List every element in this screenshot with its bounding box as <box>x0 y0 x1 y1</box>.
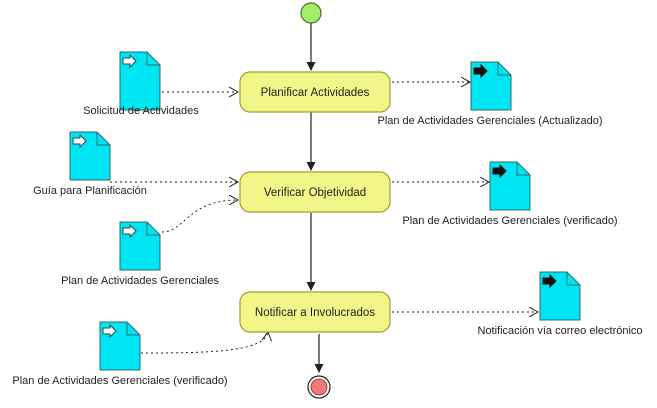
object-flows <box>110 82 538 354</box>
input-label-plan-verificado: Plan de Actividades Gerenciales (verific… <box>12 375 227 387</box>
activity-label: Planificar Actividades <box>261 87 370 99</box>
activity-verificar[interactable]: Verificar Objetividad <box>239 171 391 213</box>
activity-label: Notificar a Involucrados <box>255 307 375 319</box>
input-label-solicitud: Solicitud de Actividades <box>83 105 199 117</box>
flow-plan-to-verificar[interactable] <box>161 200 238 233</box>
output-doc-plan-verificado[interactable] <box>489 161 531 211</box>
flow-plan-verificado-to-notificar[interactable] <box>140 332 268 354</box>
solid-arrow-icon <box>542 273 557 289</box>
activity-label: Verificar Objetividad <box>264 187 366 199</box>
input-label-plan: Plan de Actividades Gerenciales <box>61 275 219 287</box>
activity-planificar[interactable]: Planificar Actividades <box>239 71 391 113</box>
output-doc-notificacion[interactable] <box>539 271 581 321</box>
activity-notificar[interactable]: Notificar a Involucrados <box>239 291 391 333</box>
hollow-arrow-icon <box>72 133 87 149</box>
hollow-arrow-icon <box>102 323 117 339</box>
hollow-arrow-icon <box>122 53 137 69</box>
output-label-notificacion: Notificación vía correo electrónico <box>477 325 642 337</box>
input-label-guia: Guía para Planificación <box>33 185 147 197</box>
input-doc-plan-verificado[interactable] <box>99 321 141 371</box>
hollow-arrow-icon <box>122 223 137 239</box>
control-flow <box>306 23 324 373</box>
solid-arrow-icon <box>473 63 488 79</box>
solid-arrow-icon <box>492 163 507 179</box>
final-node[interactable] <box>307 375 331 399</box>
initial-node[interactable] <box>300 2 322 24</box>
output-label-plan-verificado: Plan de Actividades Gerenciales (verific… <box>402 215 617 227</box>
input-doc-solicitud[interactable] <box>119 51 161 111</box>
output-doc-plan-actualizado[interactable] <box>470 61 512 111</box>
input-doc-plan[interactable] <box>119 221 161 271</box>
output-label-plan-actualizado: Plan de Actividades Gerenciales (Actuali… <box>377 115 602 127</box>
input-doc-guia[interactable] <box>69 131 111 181</box>
